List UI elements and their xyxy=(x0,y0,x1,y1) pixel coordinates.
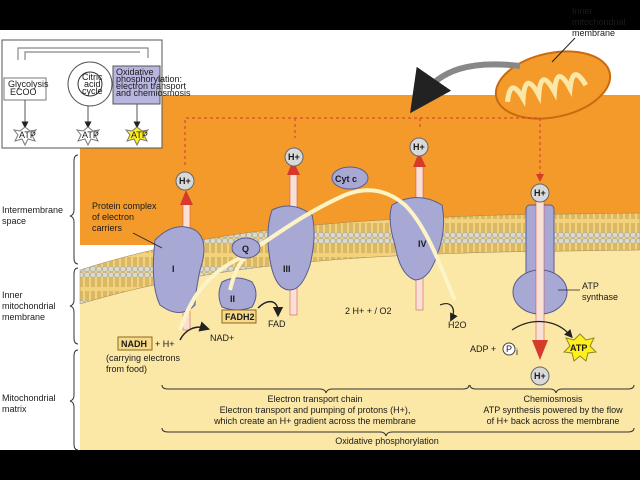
svg-text:Electron transport and pumping: Electron transport and pumping of proton… xyxy=(220,405,411,415)
side-brackets xyxy=(69,154,79,451)
inner-membrane-pointer xyxy=(551,37,576,63)
svg-text:Oxidative phosphorylation: Oxidative phosphorylation xyxy=(335,436,439,446)
svg-text:NAD+: NAD+ xyxy=(210,333,234,343)
svg-text:Chemiosmosis: Chemiosmosis xyxy=(523,394,583,404)
svg-text:H+: H+ xyxy=(534,188,546,198)
bottom-brackets xyxy=(161,384,635,437)
svg-text:FAD: FAD xyxy=(268,319,286,329)
svg-text:Glycolysis: Glycolysis xyxy=(8,79,49,89)
svg-text:II: II xyxy=(230,294,235,304)
svg-text:ADP +: ADP + xyxy=(470,344,496,354)
svg-text:Cyt c: Cyt c xyxy=(335,174,357,184)
svg-text:H+: H+ xyxy=(534,371,546,381)
atp-burst xyxy=(562,333,598,362)
svg-text:i: i xyxy=(516,347,518,357)
nadh-box xyxy=(117,336,153,351)
svg-text:H+: H+ xyxy=(179,176,191,186)
proton-flow-path xyxy=(184,117,544,182)
proton-markers: H+ H+ H+ H+ H+ xyxy=(175,137,550,386)
svg-text:NADH: NADH xyxy=(121,339,147,349)
svg-text:ECOO: ECOO xyxy=(10,87,37,97)
atp-synthase xyxy=(512,199,568,360)
svg-text:H+: H+ xyxy=(288,152,300,162)
mitochondrion-illustration xyxy=(494,50,612,120)
svg-text:2 H+ + / O2: 2 H+ + / O2 xyxy=(345,306,392,316)
svg-text:ATP: ATP xyxy=(82,130,99,140)
svg-text:ATP synthesis powered by the f: ATP synthesis powered by the flow xyxy=(483,405,623,415)
svg-text:ATP: ATP xyxy=(131,130,148,140)
inner-membrane-bilayer xyxy=(79,212,640,305)
svg-text:of H+ back across the membrane: of H+ back across the membrane xyxy=(487,416,620,426)
svg-text:I: I xyxy=(172,264,175,274)
svg-text:H2O: H2O xyxy=(448,320,467,330)
phosphate-marker xyxy=(502,342,516,356)
svg-text:III: III xyxy=(283,264,291,274)
svg-text:P: P xyxy=(506,344,512,354)
zoom-arrow xyxy=(410,61,521,114)
svg-text:H+: H+ xyxy=(413,142,425,152)
svg-text:Q: Q xyxy=(242,244,249,254)
complex-IV: IV xyxy=(389,197,445,281)
complex-II: II xyxy=(218,277,257,311)
cytochrome-c: Cyt c xyxy=(331,166,369,190)
svg-text:+ H+: + H+ xyxy=(155,339,175,349)
svg-text:ATP: ATP xyxy=(19,130,36,140)
svg-text:which create an H+ gradient ac: which create an H+ gradient across the m… xyxy=(213,416,416,426)
fadh2-box xyxy=(221,309,257,324)
svg-text:Electron transport chain: Electron transport chain xyxy=(267,394,362,404)
svg-text:ATP: ATP xyxy=(570,343,587,353)
svg-text:IV: IV xyxy=(418,239,427,249)
svg-text:FADH2: FADH2 xyxy=(225,312,255,322)
ubiquinone-Q: Q xyxy=(231,237,261,259)
electron-path xyxy=(178,188,457,331)
